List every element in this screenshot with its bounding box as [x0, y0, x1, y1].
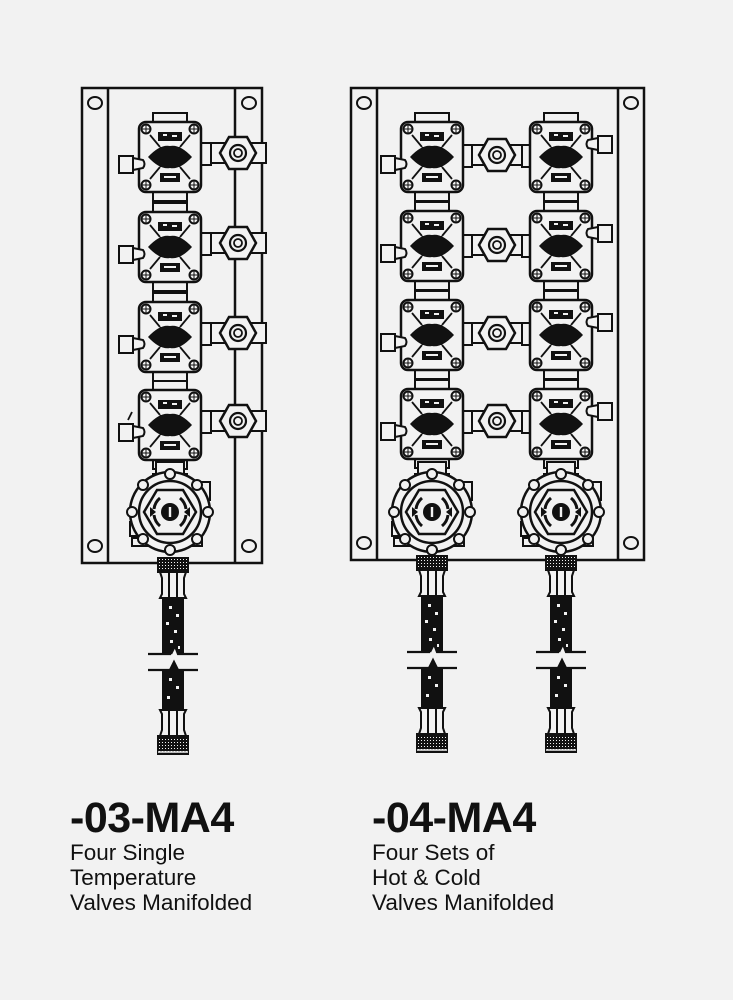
model-number: -03-MA4 [70, 794, 234, 842]
description-line: Four Sets of [372, 840, 495, 865]
description-line: Temperature [70, 865, 197, 890]
mounting-hole-icon [87, 96, 257, 553]
description-line: Valves Manifolded [70, 890, 253, 915]
description-line: Valves Manifolded [372, 890, 555, 915]
braided-hose-icon [405, 554, 588, 754]
model-number: -04-MA4 [372, 794, 536, 842]
assembly-03-ma4 [80, 86, 268, 756]
braided-hose-icon [146, 556, 200, 756]
mounting-hole-icon [356, 96, 639, 550]
caption-03-ma4: -03-MA4 Four Single Temperature Valves M… [70, 796, 252, 915]
assembly-04-ma4 [349, 86, 646, 754]
caption-04-ma4: -04-MA4 Four Sets of Hot & Cold Valves M… [372, 796, 554, 915]
description-line: Four Single [70, 840, 186, 865]
description-line: Hot & Cold [372, 865, 481, 890]
